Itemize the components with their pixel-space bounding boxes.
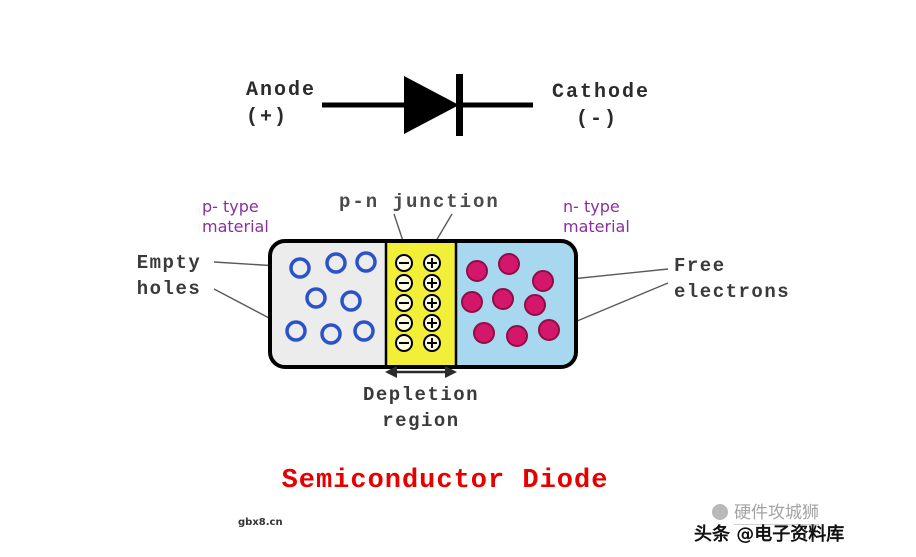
cathode-bar-icon <box>456 74 463 136</box>
negative-ion-icon <box>395 314 413 332</box>
negative-ion-icon <box>395 274 413 292</box>
p-type-material-label: p- type material <box>202 197 269 237</box>
anode-sign-label: (+) <box>246 106 289 129</box>
hole-icon <box>355 251 377 273</box>
depletion-line1: Depletion <box>362 384 480 406</box>
anode-label: Anode <box>246 79 317 102</box>
empty-holes-line1: Empty <box>136 252 202 274</box>
positive-ion-icon <box>423 314 441 332</box>
electron-icon <box>466 260 488 282</box>
junction-pointer-line <box>435 213 453 242</box>
depletion-region-label: Depletion region <box>341 382 501 434</box>
hole-icon <box>340 290 362 312</box>
cathode-label: Cathode <box>552 81 651 104</box>
negative-ions-group <box>395 254 413 352</box>
free-electrons-label: Free electrons <box>674 253 790 305</box>
n-type-material-label: n- type material <box>563 197 630 237</box>
cathode-sign-label: (-) <box>576 108 619 131</box>
p-type-line2: material <box>202 217 269 236</box>
hole-icon <box>285 320 307 342</box>
empty-holes-label: Empty holes <box>123 250 215 302</box>
negative-ion-icon <box>395 254 413 272</box>
hole-icon <box>320 323 342 345</box>
junction-pointer-line <box>393 213 404 242</box>
negative-ion-icon <box>395 294 413 312</box>
pn-junction-label: p-n junction <box>339 191 500 213</box>
positive-ion-icon <box>423 274 441 292</box>
brand-watermark: 硬件攻城狮 <box>712 498 819 525</box>
hole-icon <box>353 320 375 342</box>
diode-symbol <box>322 74 533 136</box>
p-type-line1: p- type <box>202 197 259 216</box>
page-title: Semiconductor Diode <box>281 466 609 496</box>
diode-body-outline <box>268 239 578 369</box>
credit-watermark: 头条 @电子资料库 <box>694 524 845 545</box>
n-type-line2: material <box>563 217 630 236</box>
site-watermark: gbx8.cn <box>238 517 283 528</box>
electron-icon <box>473 322 495 344</box>
depletion-arrow <box>385 366 457 378</box>
lion-logo-icon <box>712 503 728 520</box>
free-electrons-group <box>461 253 560 347</box>
electron-icon <box>498 253 520 275</box>
depletion-line2: region <box>382 410 460 432</box>
brand-watermark-text: 硬件攻城狮 <box>734 498 819 525</box>
empty-holes-group <box>285 251 377 345</box>
positive-ion-icon <box>423 294 441 312</box>
positive-ion-icon <box>423 254 441 272</box>
hole-icon <box>289 257 311 279</box>
positive-ion-icon <box>423 334 441 352</box>
free-electrons-line1: Free <box>674 255 726 277</box>
diode-triangle-icon <box>404 76 459 134</box>
hole-icon <box>305 287 327 309</box>
electron-icon <box>524 294 546 316</box>
n-type-line1: n- type <box>563 197 620 216</box>
electron-icon <box>492 288 514 310</box>
electron-icon <box>461 291 483 313</box>
electron-icon <box>538 319 560 341</box>
negative-ion-icon <box>395 334 413 352</box>
hole-icon <box>325 252 347 274</box>
positive-ions-group <box>423 254 441 352</box>
free-electrons-line2: electrons <box>674 281 791 303</box>
electron-icon <box>532 270 554 292</box>
empty-holes-line2: holes <box>136 278 202 300</box>
electron-icon <box>506 325 528 347</box>
